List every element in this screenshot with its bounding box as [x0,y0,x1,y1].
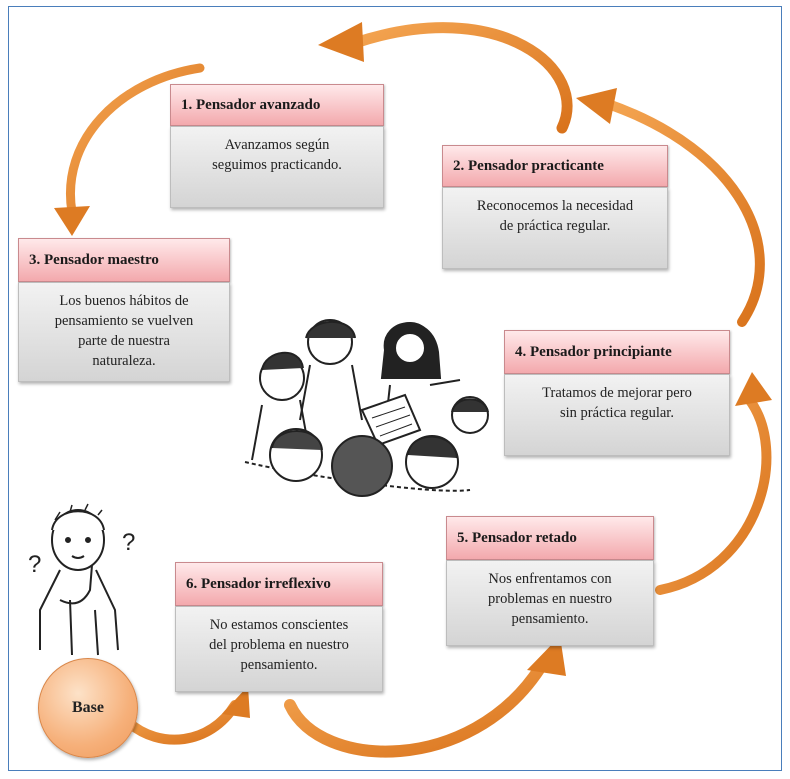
arrowhead-1 [318,22,364,62]
arrow-4-to-2 [603,99,765,327]
thinking-person-illustration: ? ? [28,503,135,656]
arrow-2-to-1 [349,22,573,134]
svg-text:?: ? [122,529,135,556]
stage-card-3: 3. Pensador maestro Los buenos hábitos d… [18,238,230,382]
stage-card-2: 2. Pensador practicante Reconocemos la n… [442,145,668,269]
arrowhead-2 [576,88,617,124]
arrow-5-to-4 [655,393,772,595]
stage-title: 1. Pensador avanzado [170,84,384,126]
arrow-base-to-6 [123,700,240,745]
diagram-frame [8,6,782,771]
stage-title: 4. Pensador principiante [504,330,730,374]
base-circle: Base [38,658,138,758]
arrowhead-6 [222,686,250,718]
group-discussion-illustration [244,319,489,497]
stage-title: 3. Pensador maestro [18,238,230,282]
arrow-6-to-5 [284,662,546,758]
arrowhead-4 [735,372,772,406]
arrow-1-to-3 [66,63,205,217]
stage-title: 6. Pensador irreflexivo [175,562,383,606]
arrowhead-3 [54,206,90,236]
stage-title: 2. Pensador practicante [442,145,668,187]
stage-card-6: 6. Pensador irreflexivo No estamos consc… [175,562,383,692]
arrowhead-5 [527,636,566,676]
stage-title: 5. Pensador retado [446,516,654,560]
stage-card-4: 4. Pensador principiante Tratamos de mej… [504,330,730,456]
svg-text:?: ? [28,551,41,578]
